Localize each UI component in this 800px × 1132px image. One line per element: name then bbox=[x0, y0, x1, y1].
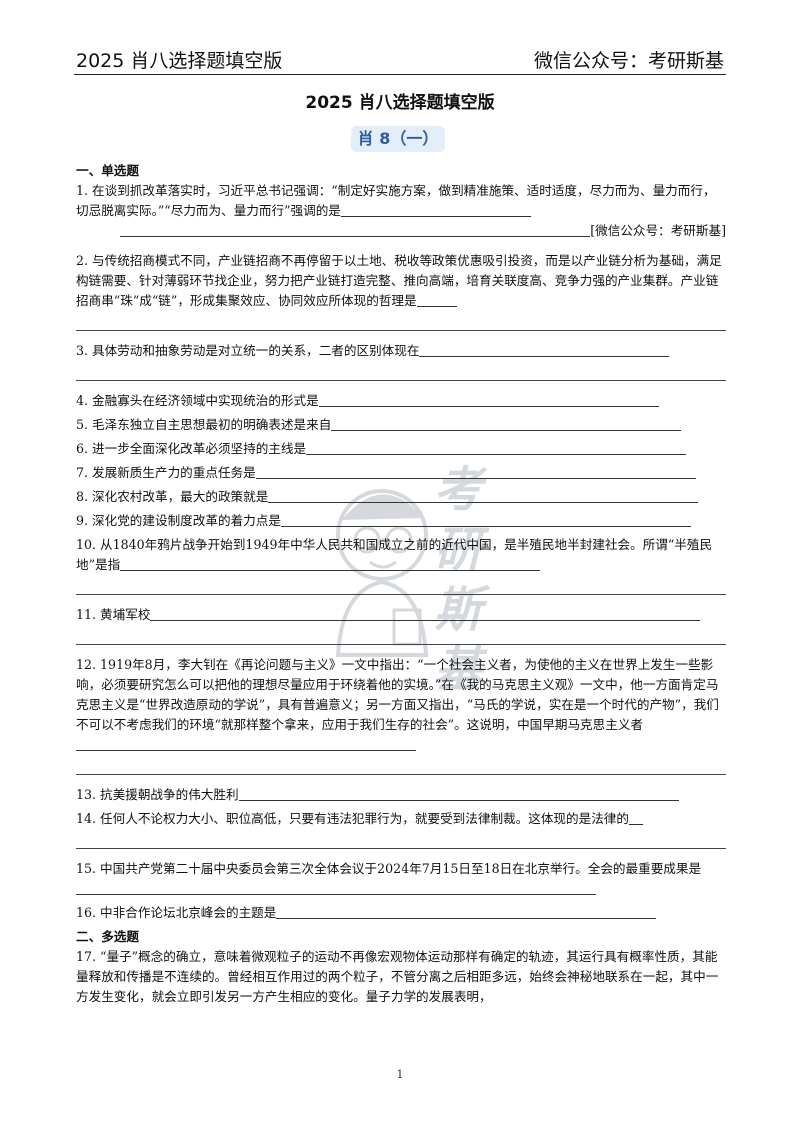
question-2: 2. 与传统招商模式不同，产业链招商不再停留于以土地、税收等政策优惠吸引投资，而… bbox=[76, 251, 726, 331]
question-text: 11. 黄埔军校 bbox=[76, 607, 151, 622]
header-left-title: 2025 肖八选择题填空版 bbox=[76, 50, 283, 72]
answer-blank[interactable] bbox=[255, 464, 696, 479]
answer-line[interactable] bbox=[76, 829, 726, 849]
answer-blank[interactable] bbox=[76, 736, 416, 751]
question-text: 17. “量子”概念的确立，意味着微观粒子的运动不再像宏观物体运动那样有确定的轨… bbox=[76, 949, 719, 1004]
answer-blank[interactable] bbox=[120, 222, 591, 237]
question-11: 11. 黄埔军校 bbox=[76, 605, 726, 645]
section-heading-single: 一、单选题 bbox=[76, 163, 139, 178]
header-right-account: 微信公众号：考研斯基 bbox=[533, 50, 724, 72]
answer-blank[interactable] bbox=[150, 606, 701, 621]
answer-blank[interactable] bbox=[318, 392, 659, 407]
question-text: 6. 进一步全面深化改革必须坚持的主线是 bbox=[76, 441, 307, 456]
answer-line[interactable] bbox=[76, 311, 726, 331]
question-text: 14. 任何人不论权力大小、职位高低，只要有违法犯罪行为，就要受到法律制裁。这体… bbox=[76, 811, 629, 826]
question-list: 一、单选题 1. 在谈到抓改革落实时，习近平总书记强调：“制定好实施方案，做到精… bbox=[76, 161, 726, 1007]
answer-blank[interactable] bbox=[628, 810, 643, 825]
question-17: 17. “量子”概念的确立，意味着微观粒子的运动不再像宏观物体运动那样有确定的轨… bbox=[76, 947, 726, 1007]
question-10: 10. 从1840年鸦片战争开始到1949年中华人民共和国成立之前的近代中国，是… bbox=[76, 535, 726, 595]
question-9: 9. 深化党的建设制度改革的着力点是 bbox=[76, 511, 726, 531]
section-heading-multi: 二、多选题 bbox=[76, 929, 139, 944]
question-16: 16. 中非合作论坛北京峰会的主题是 bbox=[76, 903, 726, 923]
answer-line[interactable] bbox=[76, 361, 726, 381]
question-14: 14. 任何人不论权力大小、职位高低，只要有违法犯罪行为，就要受到法律制裁。这体… bbox=[76, 809, 726, 849]
question-text: 10. 从1840年鸦片战争开始到1949年中华人民共和国成立之前的近代中国，是… bbox=[76, 537, 713, 572]
answer-blank[interactable] bbox=[76, 880, 596, 895]
answer-line[interactable] bbox=[76, 575, 726, 595]
answer-blank[interactable] bbox=[340, 202, 531, 217]
question-text: 7. 发展新质生产力的重点任务是 bbox=[76, 465, 256, 480]
question-12: 12. 1919年8月，李大钊在《再论问题与主义》一文中指出：“一个社会主义者，… bbox=[76, 655, 726, 775]
answer-blank[interactable] bbox=[120, 556, 541, 571]
paper-badge: 肖 8（一） bbox=[351, 126, 445, 152]
question-7: 7. 发展新质生产力的重点任务是 bbox=[76, 463, 726, 483]
answer-blank[interactable] bbox=[419, 342, 670, 357]
source-note: [微信公众号：考研斯基] bbox=[76, 221, 726, 241]
question-5: 5. 毛泽东独立自主思想最初的明确表述是来自 bbox=[76, 415, 726, 435]
question-text: 4. 金融寡头在经济领域中实现统治的形式是 bbox=[76, 393, 319, 408]
question-8: 8. 深化农村改革，最大的政策就是 bbox=[76, 487, 726, 507]
question-text: 5. 毛泽东独立自主思想最初的明确表述是来自 bbox=[76, 417, 332, 432]
question-6: 6. 进一步全面深化改革必须坚持的主线是 bbox=[76, 439, 726, 459]
question-text: 1. 在谈到抓改革落实时，习近平总书记强调：“制定好实施方案，做到精准施策、适时… bbox=[76, 183, 716, 218]
question-text: 3. 具体劳动和抽象劳动是对立统一的关系，二者的区别体现在 bbox=[76, 343, 420, 358]
page-number: 1 bbox=[396, 1068, 404, 1081]
page-header: 2025 肖八选择题填空版 微信公众号：考研斯基 bbox=[74, 44, 726, 75]
question-text: 2. 与传统招商模式不同，产业链招商不再停留于以土地、税收等政策优惠吸引投资，而… bbox=[76, 253, 722, 308]
answer-blank[interactable] bbox=[306, 440, 687, 455]
question-text: 8. 深化农村改革，最大的政策就是 bbox=[76, 489, 269, 504]
answer-blank[interactable] bbox=[416, 292, 457, 307]
question-text: 16. 中非合作论坛北京峰会的主题是 bbox=[76, 905, 277, 920]
answer-line[interactable] bbox=[76, 755, 726, 775]
answer-blank[interactable] bbox=[268, 488, 699, 503]
question-15: 15. 中国共产党第二十届中央委员会第三次全体会议于2024年7月15日至18日… bbox=[76, 859, 726, 899]
question-4: 4. 金融寡头在经济领域中实现统治的形式是 bbox=[76, 391, 726, 411]
answer-blank[interactable] bbox=[280, 512, 691, 527]
question-text: 12. 1919年8月，李大钊在《再论问题与主义》一文中指出：“一个社会主义者，… bbox=[76, 657, 719, 732]
document-title: 2025 肖八选择题填空版 bbox=[305, 93, 495, 113]
answer-blank[interactable] bbox=[238, 786, 679, 801]
answer-blank[interactable] bbox=[276, 904, 657, 919]
question-3: 3. 具体劳动和抽象劳动是对立统一的关系，二者的区别体现在 bbox=[76, 341, 726, 381]
question-text: 15. 中国共产党第二十届中央委员会第三次全体会议于2024年7月15日至18日… bbox=[76, 861, 702, 876]
question-1: 1. 在谈到抓改革落实时，习近平总书记强调：“制定好实施方案，做到精准施策、适时… bbox=[76, 181, 726, 241]
question-13: 13. 抗美援朝战争的伟大胜利 bbox=[76, 785, 726, 805]
question-text: 9. 深化党的建设制度改革的着力点是 bbox=[76, 513, 281, 528]
question-text: 13. 抗美援朝战争的伟大胜利 bbox=[76, 787, 239, 802]
answer-blank[interactable] bbox=[331, 416, 682, 431]
answer-line[interactable] bbox=[76, 625, 726, 645]
